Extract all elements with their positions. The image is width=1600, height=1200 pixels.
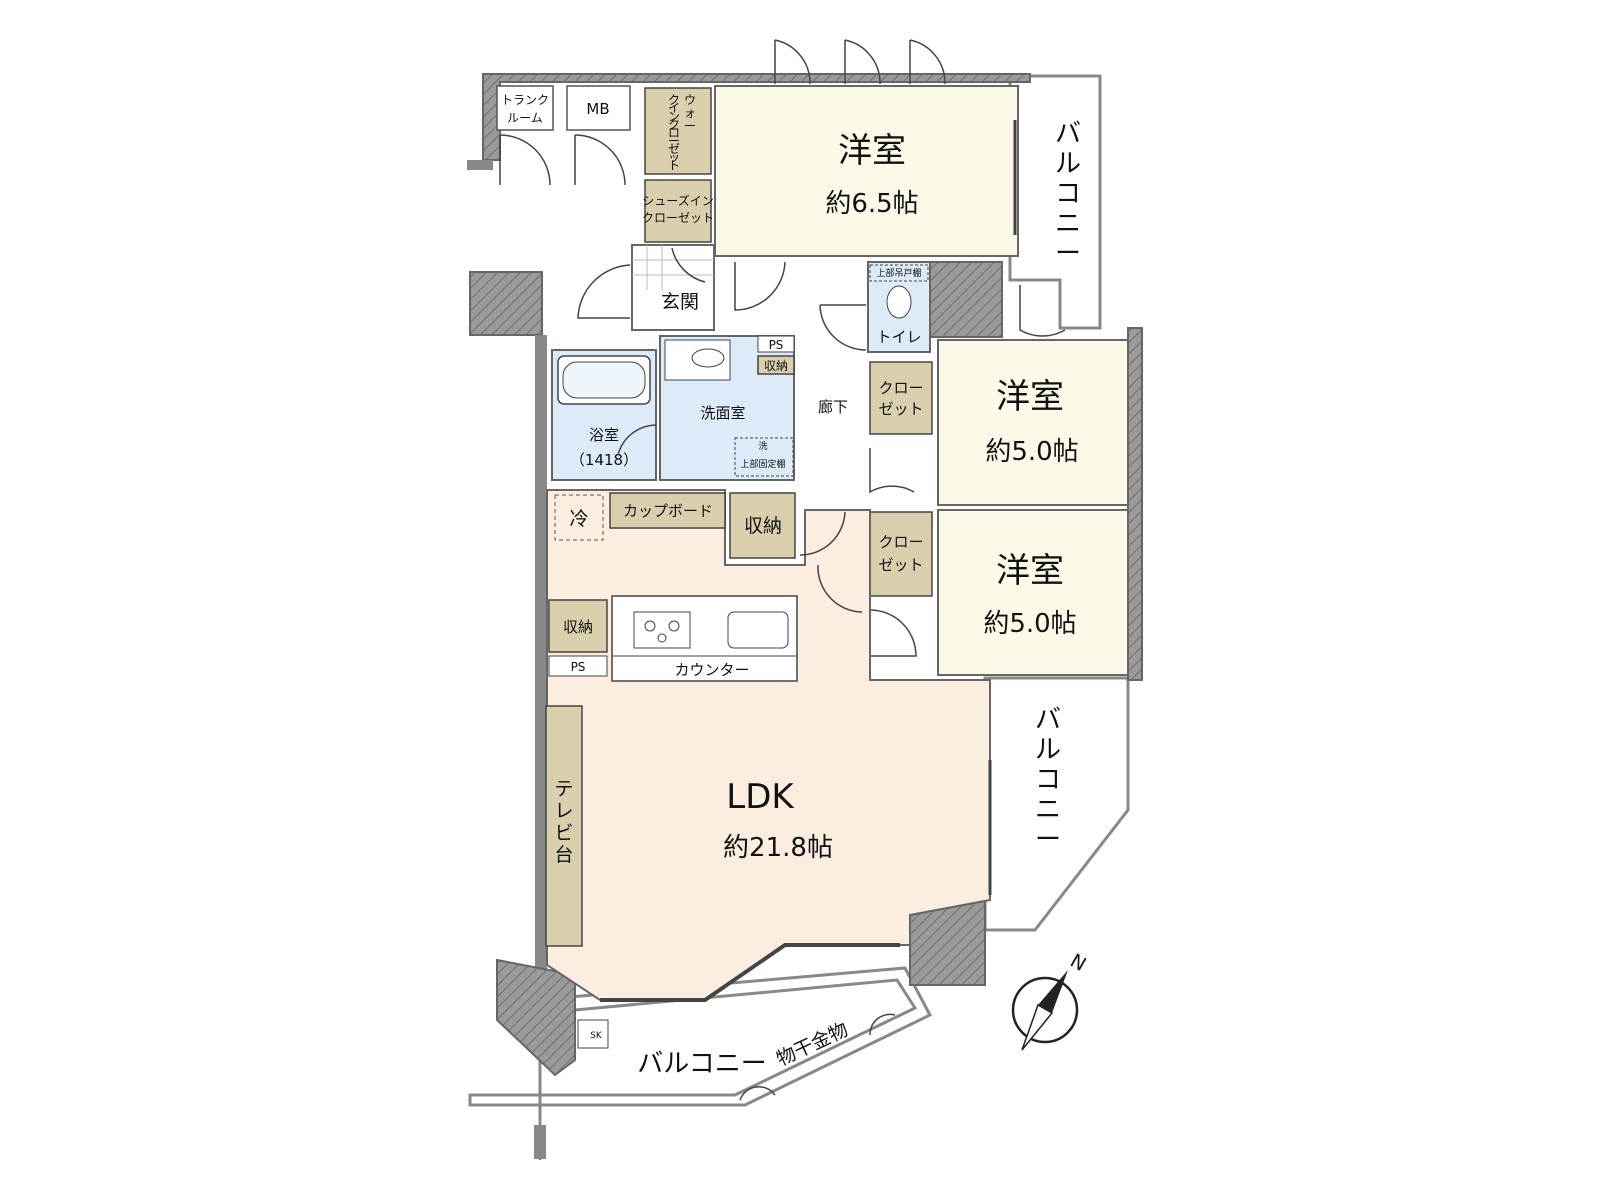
cupboard-label: カップボード [623,502,713,520]
ldk-area: 約21.8帖 [723,833,833,863]
closet-bedroom-3: クロー ゼット [869,511,933,597]
kitchen-ps-label: PS [571,660,586,674]
ldk-name: LDK [726,777,795,817]
bedroom-1-area: 約6.5帖 [825,189,918,219]
structural-walls [467,73,1143,1077]
washroom-storage: 収納 [764,359,788,373]
laundry-hanger-mark-1 [739,1086,776,1101]
trunk-room-label-1: トランク [501,93,549,107]
bath-label: 浴室 [589,426,619,444]
tv-stand-char-1: レ [554,800,573,822]
washroom-label: 洗面室 [700,404,745,422]
wic-char-b-6: ゼ [668,142,680,156]
entrance: 玄関 [577,244,715,331]
closet-3-label-2: ゼット [878,556,923,574]
hall-storage: 収納 [729,492,796,559]
wic-char-b-2: ン [668,109,680,123]
hallway-label: 廊下 [818,398,848,416]
kitchen-storage: 収納 PS [548,599,608,677]
balcony-top-char-1: ル [1055,149,1081,179]
cupboard: カップボード [609,492,726,529]
tv-stand-char-0: テ [554,778,573,800]
bedroom-1-name: 洋室 [838,131,906,171]
fridge-label: 冷 [569,508,588,530]
trunk-room: トランク ルーム [496,85,554,186]
toilet: 上部吊戸棚 トイレ [819,261,931,353]
balcony-top-char-2: コ [1055,179,1081,209]
fridge-space: 冷 [554,494,604,541]
tv-stand-char-2: ビ [554,822,573,844]
washroom: PS 収納 洗面室 洗 上部固定棚 [659,335,795,481]
wic-char-b-4: ロ [668,126,680,140]
toilet-upper-shelf: 上部吊戸棚 [876,267,921,279]
wic-char-b-3: ク [668,118,680,132]
bedroom-1: 洋室 約6.5帖 [714,39,1019,311]
balcony-top-char-0: バ [1055,119,1081,149]
counter-label: カウンター [674,661,749,679]
toilet-label: トイレ [876,328,921,346]
balcony-south-label: バルコニー [637,1049,766,1079]
balcony-bottom-char-4: ー [1035,825,1061,855]
balcony-top-char-3: ニ [1055,209,1081,239]
trunk-room-label-2: ルーム [507,111,543,125]
compass-north: N [1066,950,1089,976]
shoes-closet-label-1: シューズイン [642,193,713,208]
wic-char-a-2: ー [684,119,696,133]
balcony-bottom-char-3: ニ [1035,795,1061,825]
washer-label: 洗 [758,440,767,452]
balcony-east-top-label: バルコニー [1055,119,1081,269]
kitchen-counter: カウンター [611,595,798,682]
bedroom-2-area: 約5.0帖 [985,437,1078,467]
kitchen-storage-label: 収納 [563,618,593,636]
balcony-bottom-char-2: コ [1035,765,1061,795]
bathroom: 浴室 （1418） [551,349,657,481]
mb-label: MB [586,100,609,118]
bedroom-3-area: 約5.0帖 [983,609,1076,639]
tv-stand-char-3: 台 [554,844,573,866]
balcony-south [468,966,933,1107]
bedroom-3-name: 洋室 [996,551,1064,591]
compass: N [1011,950,1090,1051]
bedroom-3: 洋室 約5.0帖 [869,509,1129,676]
bedroom-2: 洋室 約5.0帖 [869,285,1129,506]
closet-3-label-1: クロー [878,533,923,551]
closet-2-label-2: ゼット [878,400,923,418]
shoes-in-closet: シューズイン クローゼット [642,179,714,243]
balcony-bottom-char-1: ル [1035,735,1061,765]
wic-char-b-7: ッ [668,150,680,164]
balcony-top-char-4: ー [1055,239,1081,269]
wic-char-b-1: イ [668,101,680,115]
wic-char-b-0: ク [668,93,680,107]
hallway: 廊下 [818,398,848,416]
meter-box: MB [566,85,631,186]
bath-size: （1418） [570,451,638,469]
washroom-upper-shelf: 上部固定棚 [740,458,785,470]
wic-char-b-5: ー [668,134,680,148]
hall-storage-label: 収納 [744,515,782,537]
balcony-east-top [1008,74,1102,330]
closet-2-label-1: クロー [878,379,923,397]
wic-char-b-8: ト [668,159,680,173]
laundry-hanger-mark-2 [869,1013,896,1036]
balcony-east-bottom-label: バルコニー [1035,705,1061,855]
service-sink: SK [577,1019,609,1049]
wic-char-a-1: ォ [684,106,696,120]
balcony-bottom-char-0: バ [1035,705,1061,735]
sk-label: SK [590,1031,603,1041]
wic-char-a-0: ウ [684,93,696,107]
bedroom-2-name: 洋室 [996,377,1064,417]
closet-bedroom-2: クロー ゼット [869,361,933,435]
shoes-closet-label-2: クローゼット [642,211,714,225]
entrance-label: 玄関 [661,291,699,313]
washroom-ps: PS [769,338,784,352]
